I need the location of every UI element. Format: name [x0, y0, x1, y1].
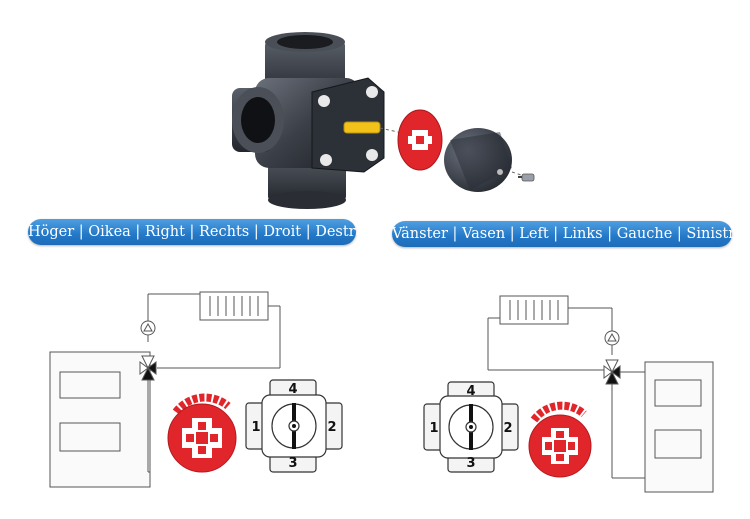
schematic-right-installation [49, 291, 281, 488]
radiator [199, 291, 269, 321]
knob-screw [518, 173, 535, 182]
valve-left-port [232, 87, 284, 153]
port-label-right: 2 [327, 420, 336, 435]
direction-banner-left: Vänster | Vasen | Left | Links | Gauche … [392, 221, 744, 247]
red-scale-disc [397, 109, 443, 171]
schematic-left-installation [487, 295, 714, 493]
direction-banner-right: Höger | Oikea | Right | Rechts | Droit |… [28, 219, 364, 245]
port-label-left: 1 [251, 420, 260, 435]
port-label-bottom: 3 [466, 456, 475, 471]
mixing-valve-symbol [139, 355, 157, 381]
red-dial-right [167, 393, 237, 473]
red-dial-left [528, 401, 592, 478]
exploded-valve-illustration [232, 32, 535, 209]
valve-knob [444, 128, 531, 192]
valve-port-diagram-right [245, 379, 343, 473]
port-label-bottom: 3 [288, 456, 297, 471]
boiler [49, 351, 151, 488]
circulation-pump [604, 330, 620, 346]
port-label-left: 1 [429, 421, 438, 436]
radiator [499, 295, 569, 325]
boiler [644, 361, 714, 493]
mixing-valve-symbol [603, 359, 621, 385]
valve-port-diagram-left [423, 381, 519, 473]
circulation-pump [140, 320, 156, 336]
port-label-top: 4 [288, 382, 297, 397]
port-label-right: 2 [503, 421, 512, 436]
port-label-top: 4 [466, 384, 475, 399]
